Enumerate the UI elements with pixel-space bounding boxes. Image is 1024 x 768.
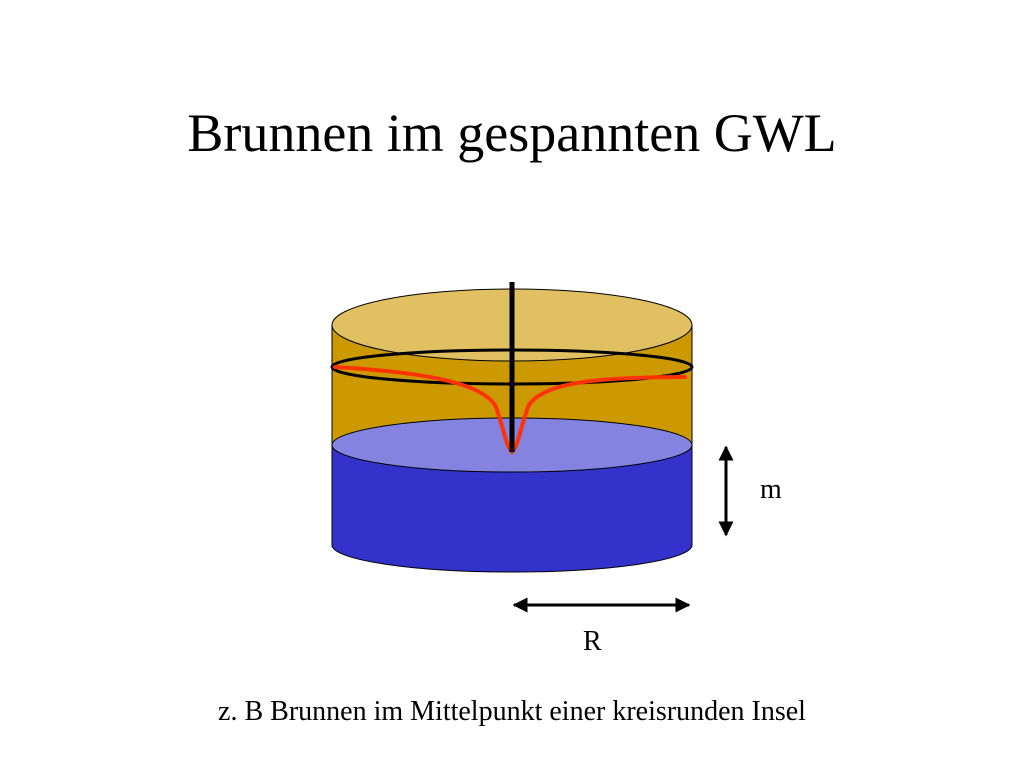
thickness-label: m bbox=[760, 474, 782, 505]
slide-caption: z. B Brunnen im Mittelpunkt einer kreisr… bbox=[218, 696, 806, 727]
aquifer-body bbox=[331, 444, 693, 573]
slide-title: Brunnen im gespannten GWL bbox=[187, 103, 837, 163]
radius-label: R bbox=[583, 626, 602, 657]
